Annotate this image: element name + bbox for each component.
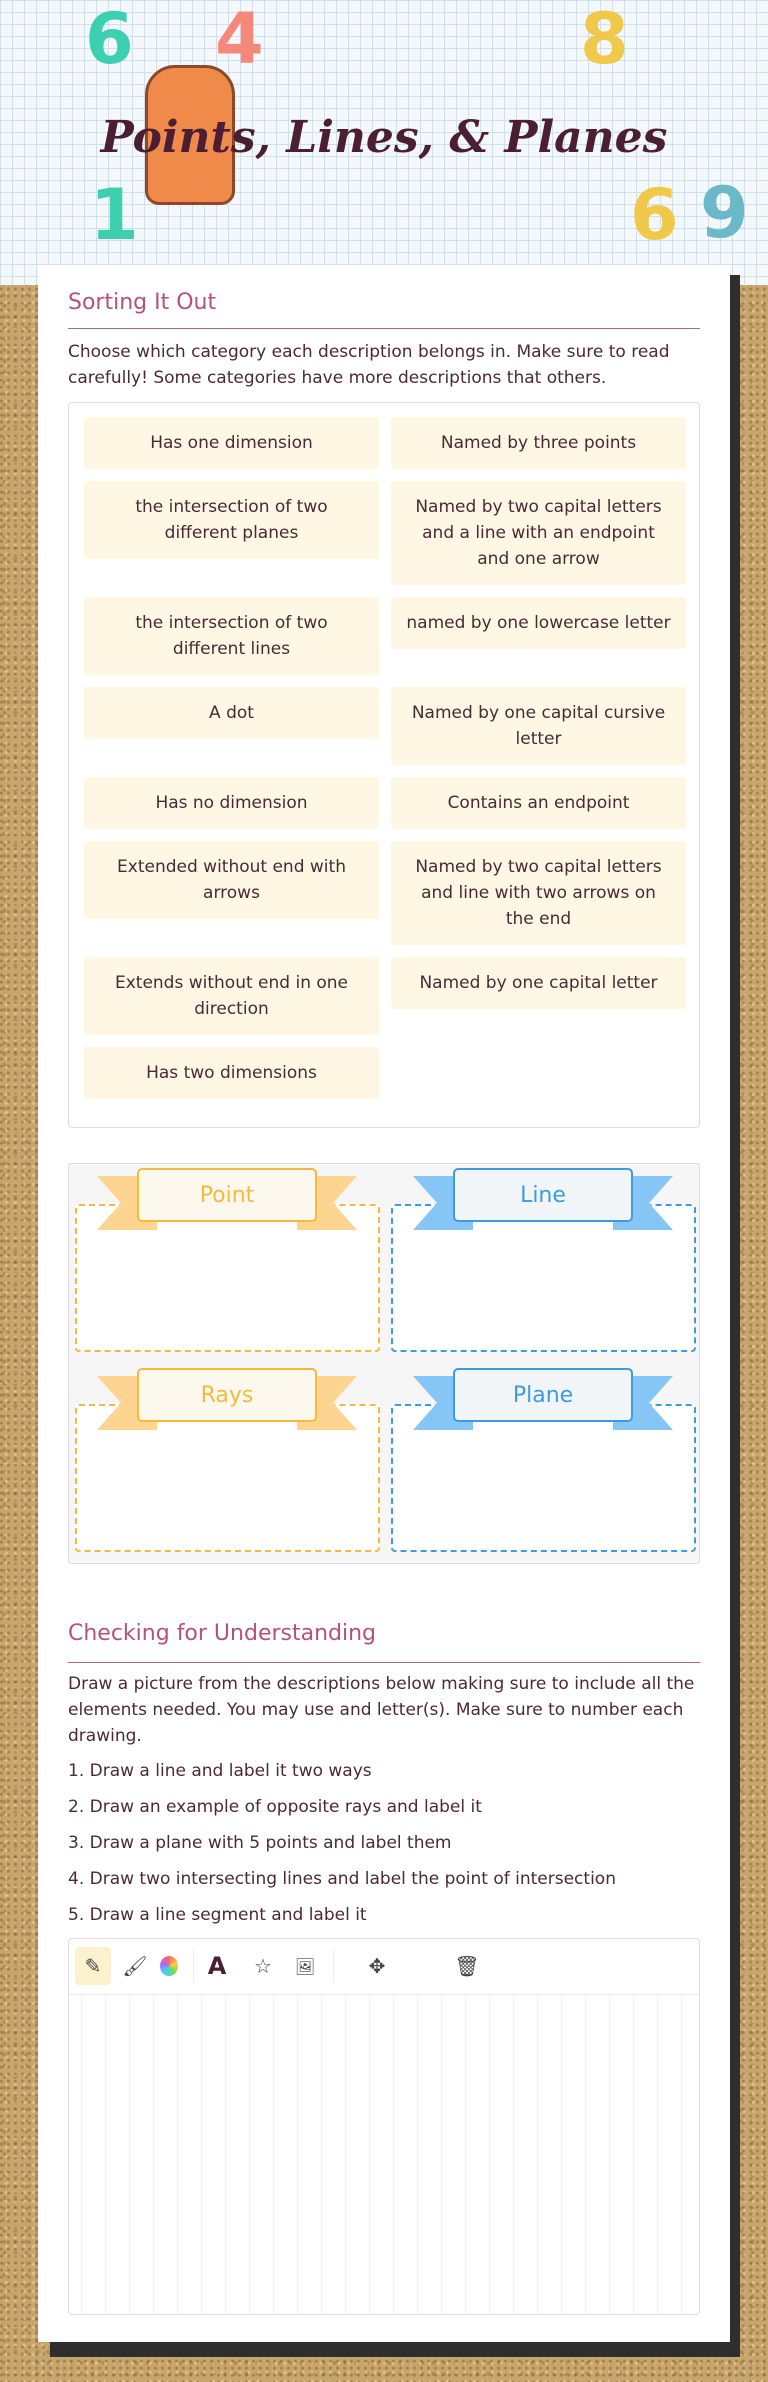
task-item: 5. Draw a line segment and label it (68, 1905, 367, 1925)
task-item: 4. Draw two intersecting lines and label… (68, 1869, 616, 1889)
brush-icon[interactable]: 🖌 (122, 1954, 148, 1978)
drawing-toolbar: ✎ 🖌 A ☆ 🖼 ✥ 🗑 (69, 1939, 699, 1995)
image-icon[interactable]: 🖼 (294, 1956, 316, 1976)
draggable-description[interactable]: Extends without end in one direction (84, 957, 379, 1035)
category-label: Point (137, 1168, 317, 1222)
page-title: Points, Lines, & Planes (100, 112, 668, 163)
backpack-illustration (145, 65, 235, 205)
draggable-description[interactable]: Named by one capital cursive letter (391, 687, 686, 765)
number-decoration: 4 (215, 0, 264, 80)
category-ribbon: Plane (413, 1368, 673, 1430)
drawing-area: ✎ 🖌 A ☆ 🖼 ✥ 🗑 (68, 1938, 700, 2315)
drawing-canvas[interactable] (69, 1995, 699, 2314)
text-icon[interactable]: A (207, 1952, 227, 1980)
star-icon[interactable]: ☆ (254, 1954, 272, 1978)
draggable-description[interactable]: named by one lowercase letter (391, 597, 686, 649)
category-label: Plane (453, 1368, 633, 1422)
draggable-description[interactable]: Has two dimensions (84, 1047, 379, 1099)
toolbar-separator (193, 1949, 194, 1983)
draggable-description[interactable]: Has no dimension (84, 777, 379, 829)
task-list: 1. Draw a line and label it two ways 2. … (68, 1758, 698, 1928)
draggable-description[interactable]: A dot (84, 687, 379, 739)
number-decoration: 6 (630, 174, 679, 256)
draggable-description[interactable]: Extended without end with arrows (84, 841, 379, 919)
task-item: 2. Draw an example of opposite rays and … (68, 1797, 482, 1817)
section-heading: Checking for Understanding (68, 1621, 377, 1646)
pencil-icon[interactable]: ✎ (75, 1947, 111, 1985)
checking-instructions: Draw a picture from the descriptions bel… (68, 1674, 695, 1746)
divider (68, 328, 700, 329)
number-decoration: 8 (580, 0, 629, 80)
category-label: Rays (137, 1368, 317, 1422)
draggable-description[interactable]: the intersection of two different lines (84, 597, 379, 675)
category-label: Line (453, 1168, 633, 1222)
number-decoration: 6 (85, 0, 134, 80)
task-item: 1. Draw a line and label it two ways (68, 1761, 372, 1781)
color-wheel-icon[interactable] (151, 1947, 187, 1985)
draggable-description[interactable]: Named by one capital letter (391, 957, 686, 1009)
number-decoration: 1 (90, 174, 139, 256)
sorting-instructions: Choose which category each description b… (68, 342, 670, 388)
trash-icon[interactable]: 🗑 (454, 1954, 480, 1978)
number-decoration: 9 (700, 172, 749, 254)
divider (68, 1662, 700, 1663)
move-icon[interactable]: ✥ (368, 1954, 386, 1978)
section-heading: Sorting It Out (68, 290, 217, 315)
draggable-description[interactable]: Named by two capital letters and line wi… (391, 841, 686, 945)
category-ribbon: Line (413, 1168, 673, 1230)
draggable-description[interactable]: Contains an endpoint (391, 777, 686, 829)
task-item: 3. Draw a plane with 5 points and label … (68, 1833, 452, 1853)
draggable-description[interactable]: Named by two capital letters and a line … (391, 481, 686, 585)
category-ribbon: Point (97, 1168, 357, 1230)
draggable-description[interactable]: the intersection of two different planes (84, 481, 379, 559)
draggable-description[interactable]: Has one dimension (84, 417, 379, 469)
category-ribbon: Rays (97, 1368, 357, 1430)
header-banner: 6 4 8 9 1 6 Points, Lines, & Planes (0, 0, 768, 285)
draggable-description[interactable]: Named by three points (391, 417, 686, 469)
toolbar-separator (333, 1949, 334, 1983)
